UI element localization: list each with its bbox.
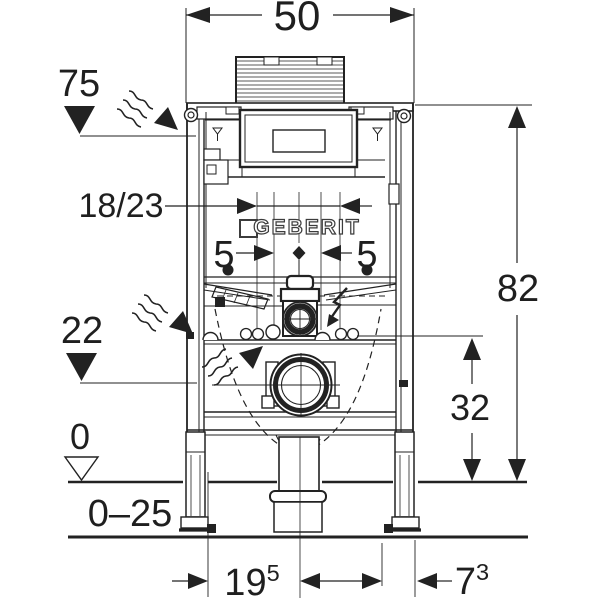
level-22-mark bbox=[66, 353, 197, 384]
lightning-bolt-icon bbox=[327, 287, 348, 327]
floor-lines bbox=[68, 480, 528, 539]
dim-82-label: 82 bbox=[496, 268, 540, 310]
dim-50-label: 50 bbox=[273, 0, 321, 39]
access-housing bbox=[238, 108, 359, 169]
drain-connector bbox=[212, 353, 408, 417]
level-0-mark bbox=[63, 456, 100, 482]
dim-50-lines bbox=[185, 7, 415, 103]
dim-5-left-label: 5 bbox=[213, 234, 235, 276]
dim-32-lines bbox=[463, 338, 481, 481]
fixing-rail bbox=[186, 324, 483, 345]
dim-18-23-label: 18/23 bbox=[78, 187, 164, 225]
dim-22-label: 22 bbox=[60, 310, 104, 352]
dim-0-25-label: 0–25 bbox=[87, 493, 173, 535]
dim-7-sup: 3 bbox=[476, 559, 490, 586]
geberit-logo: GEBERIT bbox=[253, 215, 361, 239]
dim-19-main: 19 bbox=[224, 561, 267, 600]
dim-7-3-label: 73 bbox=[454, 559, 490, 600]
dim-5-lines bbox=[236, 192, 352, 330]
dim-75-label: 75 bbox=[57, 63, 101, 105]
outlet-pipe bbox=[269, 436, 327, 598]
dim-19-sup: 5 bbox=[266, 560, 280, 587]
adjustability-arrow-left bbox=[131, 294, 194, 335]
water-level-icon bbox=[212, 127, 383, 141]
dim-5-right-label: 5 bbox=[356, 234, 378, 276]
adjustability-arrow-top bbox=[116, 90, 179, 131]
dim-0-label: 0 bbox=[69, 416, 91, 457]
adjustability-arrow-inner bbox=[201, 345, 264, 386]
geberit-logo-square bbox=[239, 219, 258, 238]
flush-bend bbox=[279, 274, 321, 337]
dim-18-23-lines bbox=[165, 192, 372, 330]
level-75-mark bbox=[64, 106, 196, 137]
flush-plate-cover bbox=[235, 56, 345, 105]
dim-7-main: 7 bbox=[454, 560, 477, 600]
dim-19-5-label: 195 bbox=[224, 560, 280, 600]
dim-32-label: 32 bbox=[449, 387, 491, 428]
dim-bottom-lines bbox=[172, 472, 452, 597]
dim-82-lines bbox=[415, 104, 532, 481]
cistern bbox=[203, 112, 400, 310]
frame-legs bbox=[179, 431, 421, 533]
